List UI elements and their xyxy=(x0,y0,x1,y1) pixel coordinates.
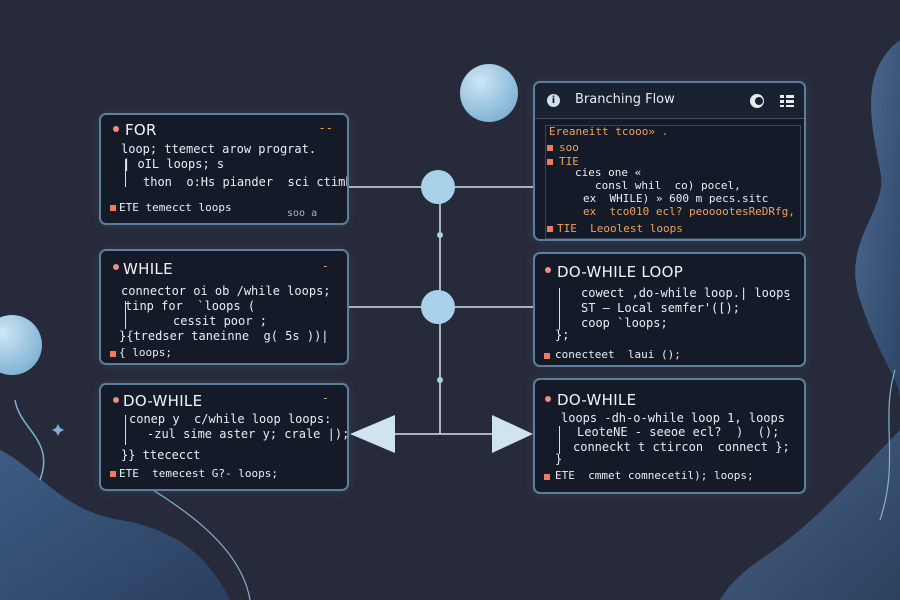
flow-junction-dot xyxy=(437,377,443,383)
card-mark: -- xyxy=(318,121,333,135)
card-mark: - xyxy=(784,292,792,306)
branching-flow-window[interactable]: i Branching Flow Ereaneitt tcooo» . soo … xyxy=(533,81,806,241)
card-title: DO-WHILE xyxy=(557,391,637,409)
card-tag: soo a xyxy=(287,208,318,219)
arrow-right-icon xyxy=(492,415,533,453)
code-line: LeoteNE - seeoe ecl? ) (); xyxy=(577,425,780,439)
code-panel xyxy=(545,125,801,239)
card-title: WHILE xyxy=(123,260,173,278)
code-line: ex WHILE) » 600 m pecs.sitc xyxy=(583,192,769,205)
code-line: conep y c/while loop loops: xyxy=(129,412,332,426)
code-header-line: Ereaneitt tcooo» . xyxy=(549,125,669,138)
flow-node-middle xyxy=(421,290,455,324)
list-item: TIE xyxy=(559,155,579,168)
sparkle-icon xyxy=(52,424,64,436)
decor-ball-top xyxy=(460,64,518,122)
code-line: consl whil co) pocel, xyxy=(595,179,741,192)
decor-blob-right xyxy=(855,40,900,400)
code-indent-bar xyxy=(559,288,560,330)
code-indent-bar xyxy=(125,301,126,329)
card-title: DO-WHILE LOOP xyxy=(557,263,684,281)
card-title: DO-WHILE xyxy=(123,392,203,410)
card-footer: TIE Leoolest loops xyxy=(557,222,683,235)
code-indent-bar xyxy=(125,415,126,445)
code-line: connector oi ob /while loops; xyxy=(121,284,331,298)
code-line: thon o:Hs piander sci ctimh) xyxy=(143,175,349,189)
code-indent-bar xyxy=(125,159,126,187)
status-dot xyxy=(545,267,551,273)
decor-wave-bottom-left xyxy=(0,450,230,600)
decor-curve-line-right xyxy=(879,369,896,521)
status-square xyxy=(547,226,553,232)
card-while[interactable]: WHILE - connector oi ob /while loops; ti… xyxy=(99,249,349,365)
card-do-while[interactable]: DO-WHILE - conep y c/while loop loops: -… xyxy=(99,383,349,491)
code-line: ex tco010 ecl? peooootesReDRfg, xyxy=(583,205,795,218)
info-icon[interactable]: i xyxy=(547,94,560,107)
code-line: ST — Local semfer'([); xyxy=(581,301,740,315)
code-line: cies one « xyxy=(575,166,642,179)
card-footer: ETE temecct loops xyxy=(119,201,232,214)
status-dot xyxy=(113,126,119,132)
code-line: loops -dh-o-while loop 1, loops xyxy=(561,411,785,425)
code-line: } xyxy=(555,452,563,466)
flow-junction-dot xyxy=(437,232,443,238)
code-line: }{tredser taneinne g( 5s ))| xyxy=(119,329,329,343)
code-line: | oIL loops; s xyxy=(123,157,225,171)
card-mark: - xyxy=(321,391,329,405)
toggle-icon[interactable] xyxy=(749,93,767,109)
window-header: i Branching Flow xyxy=(535,83,804,119)
card-do-while-right[interactable]: DO-WHILE loops -dh-o-while loop 1, loops… xyxy=(533,378,806,494)
code-line: cessit poor ; xyxy=(173,314,267,328)
list-item: soo xyxy=(559,141,579,154)
card-mark: - xyxy=(321,259,329,273)
code-line: loop; ttemect arow prograt. xyxy=(121,142,317,156)
status-square xyxy=(544,474,550,480)
card-footer: conecteet laui (); xyxy=(555,348,681,361)
code-line: tinp for `loops ( xyxy=(125,299,256,313)
arrow-left-icon xyxy=(350,415,395,453)
decor-blob-right-bottom xyxy=(720,430,900,600)
code-line: cowect ,do-while loop.| loops xyxy=(581,286,791,300)
status-square xyxy=(110,471,116,477)
card-footer: { loops; xyxy=(119,346,172,359)
card-for[interactable]: FOR -- loop; ttemect arow prograt. | oIL… xyxy=(99,113,349,225)
status-dot xyxy=(113,264,119,270)
code-line: }} ttececct xyxy=(121,448,201,462)
status-square xyxy=(547,145,553,151)
status-dot xyxy=(545,396,551,402)
status-square xyxy=(110,205,116,211)
flow-node-top xyxy=(421,170,455,204)
card-footer: ETE cmmet comnecetil); loops; xyxy=(555,469,754,482)
card-footer: ETE temecest G?- loops; xyxy=(119,467,278,480)
code-indent-bar xyxy=(559,426,560,454)
status-square xyxy=(547,159,553,165)
code-line: -zul sime aster y; crale |); xyxy=(147,427,349,441)
card-title: FOR xyxy=(125,121,157,139)
card-do-while-loop[interactable]: DO-WHILE LOOP - cowect ,do-while loop.| … xyxy=(533,252,806,367)
decor-ball-left xyxy=(0,315,42,375)
code-line: coop `loops; xyxy=(581,316,668,330)
decor-curve-line xyxy=(14,399,45,481)
window-title: Branching Flow xyxy=(575,92,675,107)
status-square xyxy=(110,351,116,357)
code-line: conneckt t ctircon connect }; xyxy=(573,440,790,454)
status-dot xyxy=(113,397,119,403)
code-line: }; xyxy=(555,328,570,342)
grid-menu-icon[interactable] xyxy=(779,93,795,109)
status-square xyxy=(544,353,550,359)
